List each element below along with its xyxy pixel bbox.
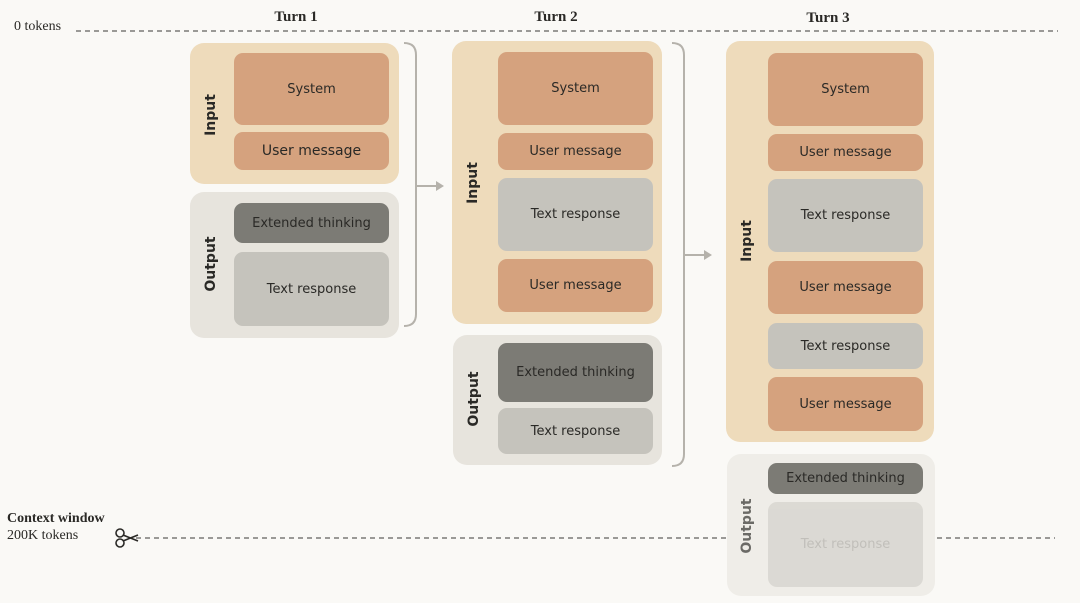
turn-2-output-group: Output Extended thinking Text response [453, 335, 662, 465]
turn1-bracket [403, 42, 417, 327]
turn-2-extended-thinking-block: Extended thinking [498, 343, 653, 402]
turn-1-input-label: Input [203, 94, 219, 136]
turn-3-input-label: Input [739, 220, 755, 262]
turn-3-user-message-block-1: User message [768, 134, 923, 171]
turn-2-input-group: Input System User message Text response … [452, 41, 662, 324]
turn-3-system-block: System [768, 53, 923, 126]
context-window-subtitle: 200K tokens [7, 528, 79, 543]
turn-3-text-response-block-1: Text response [768, 179, 923, 252]
turn-1-extended-thinking-block: Extended thinking [234, 203, 389, 243]
turn-2-text-response-block: Text response [498, 178, 653, 251]
turn-3-output-group: Output Extended thinking Text response [727, 454, 935, 596]
turn-1-output-group: Output Extended thinking Text response [190, 192, 399, 338]
turn-1-text-response-block: Text response [234, 252, 389, 326]
zero-tokens-label: 0 tokens [14, 19, 62, 34]
turn-3-user-message-block-2: User message [768, 261, 923, 314]
turn-3-text-response-block-2: Text response [768, 323, 923, 369]
turn-3-extended-thinking-block: Extended thinking [768, 463, 923, 494]
turn-3-input-group: Input System User message Text response … [726, 41, 934, 442]
turn-2-system-block: System [498, 52, 653, 125]
turn-2-user-message-block-1: User message [498, 133, 653, 170]
turn-1-user-message-block: User message [234, 132, 389, 170]
scissors-icon [114, 527, 140, 549]
turn1-arrowhead [436, 181, 444, 191]
turn-3-user-message-block-3: User message [768, 377, 923, 431]
turn-3-text-response-block: Text response [768, 502, 923, 587]
turn-2-user-message-block-2: User message [498, 259, 653, 312]
turn-3-title: Turn 3 [806, 10, 850, 26]
turn-2-title: Turn 2 [534, 9, 578, 25]
turn-1-system-block: System [234, 53, 389, 125]
turn-2-input-label: Input [465, 162, 481, 204]
turn-2-output-label: Output [466, 371, 482, 427]
turn2-bracket [671, 42, 685, 467]
turn-2-text-response-block: Text response [498, 408, 653, 454]
context-window-title: Context window [7, 511, 105, 526]
turn-1-output-label: Output [203, 236, 219, 292]
turn-1-title: Turn 1 [274, 9, 318, 25]
turn-1-input-group: Input System User message [190, 43, 399, 184]
turn2-arrowhead [704, 250, 712, 260]
turn-3-output-label: Output [739, 498, 755, 554]
